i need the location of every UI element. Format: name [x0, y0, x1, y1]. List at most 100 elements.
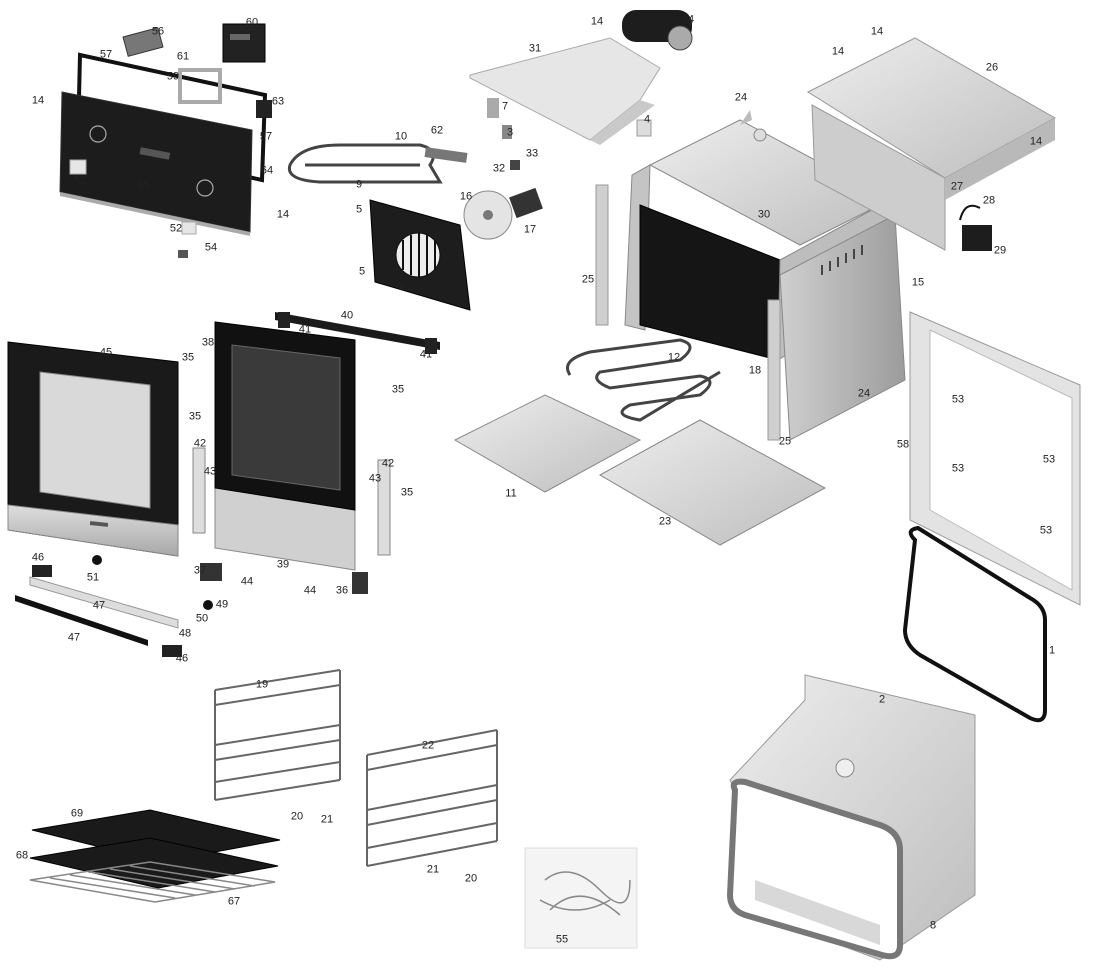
callout-label: 56: [151, 25, 165, 38]
callout-label: 14: [276, 208, 290, 221]
callout-label: 9: [355, 178, 363, 191]
callout-label: 21: [320, 813, 334, 826]
callout-label: 50: [195, 612, 209, 625]
callout-label: 32: [492, 162, 506, 175]
callout-label: 53: [1042, 453, 1056, 466]
callout-label: 67: [227, 895, 241, 908]
callout-label: 47: [67, 631, 81, 644]
callout-label: 20: [290, 810, 304, 823]
door-handle-bar: [275, 312, 440, 354]
callout-label: 28: [982, 194, 996, 207]
callout-label: 47: [92, 599, 106, 612]
side-runner-right: [767, 299, 781, 441]
callout-label: 42: [193, 437, 207, 450]
callout-label: 25: [778, 435, 792, 448]
shelf-guide-left: [214, 669, 341, 801]
callout-label: 31: [528, 42, 542, 55]
callout-label: 42: [381, 457, 395, 470]
callout-label: 3: [506, 126, 514, 139]
callout-label: 62: [430, 124, 444, 137]
callout-label: 18: [748, 364, 762, 377]
callout-label: 19: [255, 678, 269, 691]
callout-label: 35: [181, 351, 195, 364]
callout-label: 44: [303, 584, 317, 597]
callout-label: 41: [419, 348, 433, 361]
front-frame: [909, 311, 1081, 606]
callout-label: 7: [501, 100, 509, 113]
callout-label: 26: [985, 61, 999, 74]
callout-label: 37: [193, 564, 207, 577]
callout-label: 14: [590, 15, 604, 28]
shelf-guide-right: [366, 729, 498, 867]
callout-label: 58: [896, 438, 910, 451]
callout-label: 27: [950, 180, 964, 193]
callout-label: 6: [398, 281, 406, 294]
fan-cover: [369, 199, 471, 311]
callout-label: 14: [31, 94, 45, 107]
callout-label: 48: [178, 627, 192, 640]
callout-label: 23: [658, 515, 672, 528]
door-trim-strips: [15, 555, 368, 657]
callout-label: 69: [70, 807, 84, 820]
selector-switch: [256, 100, 272, 118]
callout-label: 65: [137, 179, 151, 192]
callout-label: 46: [31, 551, 45, 564]
wire-rack: [29, 861, 276, 903]
wiring-harness: [524, 847, 638, 949]
callout-label: 39: [276, 558, 290, 571]
callout-label: 25: [581, 273, 595, 286]
callout-label: 34: [681, 13, 695, 26]
callout-label: 14: [1029, 135, 1043, 148]
callout-label: 5: [358, 265, 366, 278]
motor-bracket: [959, 204, 992, 251]
lower-element: [566, 338, 721, 422]
callout-label: 38: [201, 336, 215, 349]
callout-label: 53: [951, 462, 965, 475]
top-cover-panel: [469, 37, 661, 145]
knobs: [69, 159, 197, 258]
callout-label: 43: [203, 465, 217, 478]
door-hinges: [192, 447, 391, 556]
callout-label: 44: [240, 575, 254, 588]
control-panel-fascia: [59, 91, 253, 236]
callout-label: 43: [368, 472, 382, 485]
callout-label: 55: [555, 933, 569, 946]
callout-label: 24: [734, 91, 748, 104]
callout-label: 15: [911, 276, 925, 289]
callout-label: 20: [464, 872, 478, 885]
callout-label: 35: [391, 383, 405, 396]
callout-label: 51: [86, 571, 100, 584]
callout-label: 11: [505, 487, 517, 500]
callout-label: 52: [73, 174, 87, 187]
callout-label: 29: [993, 244, 1007, 257]
callout-label: 35: [188, 410, 202, 423]
callout-label: 16: [459, 190, 473, 203]
door-gasket: [902, 525, 1047, 723]
outer-wrap: [726, 674, 976, 961]
bottom-tray-11: [453, 394, 642, 493]
terminal-block: [122, 27, 164, 57]
callout-label: 57: [99, 48, 113, 61]
oven-door-outer: [7, 341, 179, 557]
side-panel-right: [779, 214, 906, 441]
callout-label: 53: [1039, 524, 1053, 537]
callout-label: 22: [421, 739, 435, 752]
callout-label: 33: [525, 147, 539, 160]
callout-label: 4: [643, 113, 651, 126]
callout-label: 14: [870, 25, 884, 38]
callout-label: 14: [831, 45, 845, 58]
callout-label: 57: [259, 130, 273, 143]
bottom-tray-23: [598, 419, 827, 546]
callout-label: 30: [757, 208, 771, 221]
grill-element: [287, 143, 468, 184]
callout-label: 12: [667, 351, 681, 364]
callout-label: 64: [260, 164, 274, 177]
callout-label: 49: [215, 598, 229, 611]
callout-label: 46: [175, 652, 189, 665]
callout-label: 21: [426, 863, 440, 876]
callout-label: 35: [400, 486, 414, 499]
callout-label: 60: [245, 16, 259, 29]
callout-label: 36: [335, 584, 349, 597]
callout-label: 68: [15, 849, 29, 862]
